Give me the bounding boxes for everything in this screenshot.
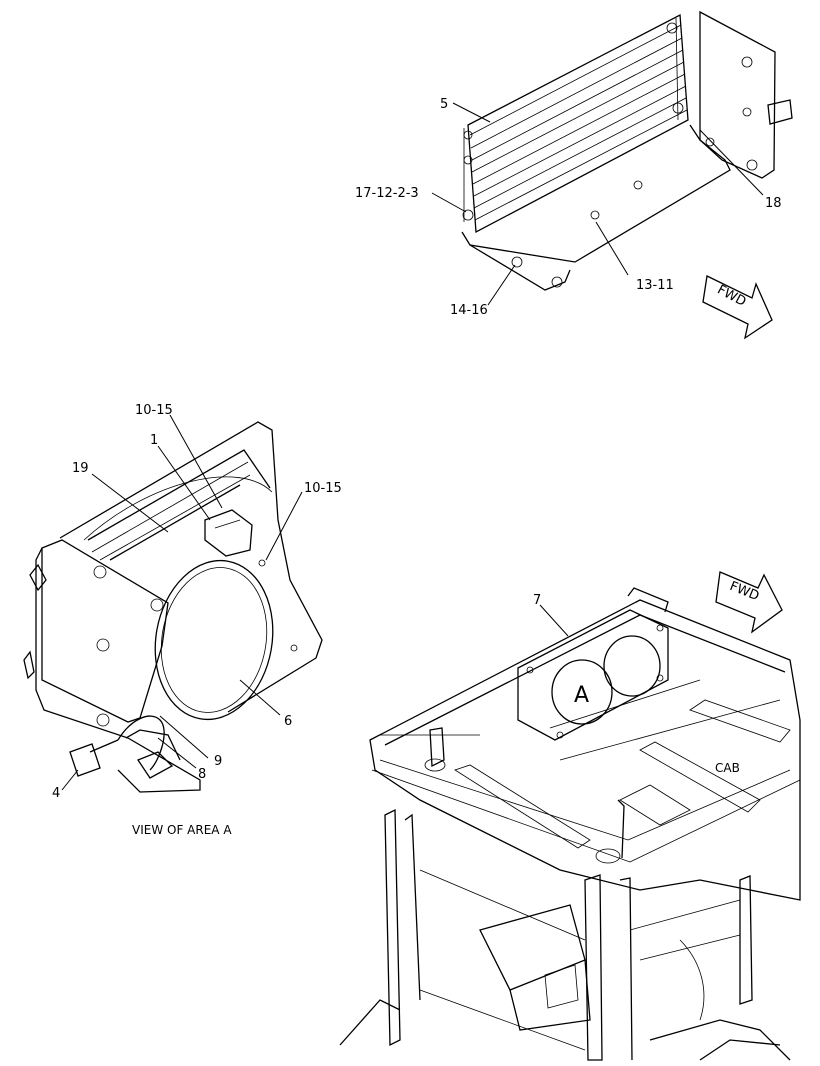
fan-assembly [23,421,323,793]
cab-label: CAB [715,761,740,775]
fwd-arrow-bottom: FWD [715,571,783,634]
callout-5: 5 [440,97,448,112]
callout-9: 9 [214,754,222,769]
callout-7: 7 [533,593,541,608]
callout-18: 18 [765,196,782,211]
callout-10-15-right: 10-15 [304,481,342,496]
callout-13-11: 13-11 [636,278,674,293]
condenser-assembly [461,10,793,291]
callout-10-15-top: 10-15 [135,403,173,418]
callout-4: 4 [52,786,60,801]
view-label: VIEW OF AREA A [132,823,232,837]
callout-8: 8 [198,767,206,782]
callout-1: 1 [150,433,158,448]
cab-roof [339,587,801,1061]
fwd-arrow-top: FWD [702,275,773,340]
callout-6: 6 [284,714,292,729]
svg-text:FWD: FWD [715,282,749,309]
area-marker-a: A [574,683,589,708]
callout-17-12-2-3: 17-12-2-3 [355,186,419,201]
callout-19: 19 [72,461,89,476]
callout-14-16: 14-16 [450,303,488,318]
svg-text:FWD: FWD [727,579,761,604]
